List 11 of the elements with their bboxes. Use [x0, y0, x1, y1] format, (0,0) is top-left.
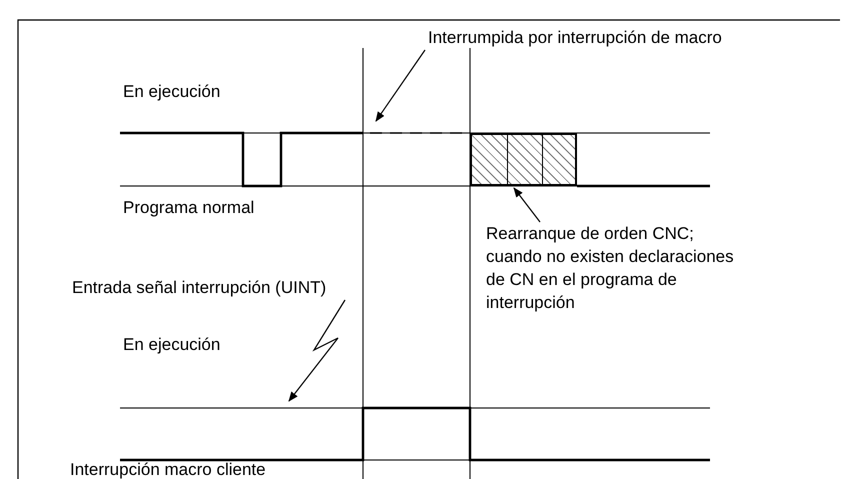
signal-label: En ejecución — [123, 81, 220, 103]
signal-label: En ejecución — [123, 334, 220, 356]
annotation-text: Rearranque de orden CNC; cuando no existen declaraciones de CN en el programa de interrupción — [486, 222, 744, 314]
leader-line — [513, 187, 540, 222]
leader-line — [288, 300, 346, 402]
annotation-text: Entrada señal interrupción (UINT) — [72, 276, 326, 299]
annotation-text: Interrumpida por interrupción de macro — [428, 26, 722, 49]
signal-label: Programa normal — [123, 197, 254, 219]
hatched-area — [470, 133, 577, 186]
leader-line — [375, 50, 426, 122]
signal-label: Interrupción macro cliente — [70, 461, 266, 479]
